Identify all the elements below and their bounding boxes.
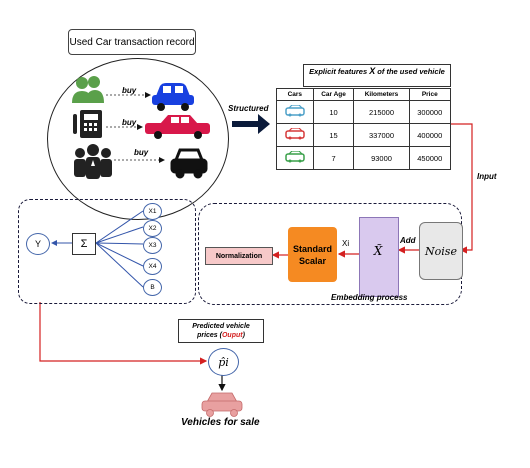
age-cell: 7	[312, 146, 355, 170]
sale-car-icon	[201, 392, 243, 417]
output-node: Y	[26, 233, 50, 255]
km-cell: 93000	[353, 146, 410, 170]
input-arrow	[451, 123, 473, 254]
embedding-caption: Embedding process	[331, 293, 408, 302]
transaction-ellipse	[47, 58, 229, 220]
price-cell: 400000	[408, 123, 452, 148]
buy-label-2: buy	[122, 118, 137, 127]
dealer-phone-icon	[73, 110, 102, 138]
bias-node: B	[143, 279, 162, 296]
age-cell: 15	[312, 123, 355, 148]
blue-car-icon	[152, 83, 194, 111]
xhat-box	[359, 217, 399, 297]
table-row: 7 93000 450000	[276, 146, 452, 170]
xi-label: Xi	[342, 239, 350, 248]
km-cell: 337000	[353, 123, 410, 148]
business-people-icon	[74, 144, 112, 179]
input-node-x3: X3	[143, 237, 162, 254]
noise-box: Noise	[419, 222, 463, 280]
record-title: Used Car transaction record	[68, 29, 196, 55]
input-node-x4: X4	[143, 258, 162, 275]
col-header: Price	[408, 87, 452, 102]
table-row: 10 215000 300000	[276, 100, 452, 125]
black-car-icon	[170, 148, 208, 179]
input-label: Input	[477, 172, 497, 181]
km-cell: 215000	[353, 100, 410, 125]
age-cell: 10	[312, 100, 355, 125]
price-cell: 450000	[408, 146, 452, 170]
predicted-price-node: p̂i	[208, 348, 239, 376]
price-cell: 300000	[408, 100, 452, 125]
xhat-symbol: X̃	[373, 244, 383, 258]
network-panel	[18, 199, 196, 304]
output-arrow	[39, 302, 208, 365]
buy-label-1: buy	[122, 86, 137, 95]
add-label: Add	[400, 236, 416, 245]
table-row: 15 337000 400000	[276, 123, 452, 148]
normalization-box: Normalization	[205, 247, 273, 265]
std-label-1: Standard	[292, 243, 332, 254]
features-title: Explicit features X of the used vehicle	[303, 64, 451, 87]
car-cell	[276, 100, 314, 125]
input-node-x2: X2	[143, 220, 162, 237]
input-node-x1: X1	[143, 203, 162, 220]
std-label-2: Scalar	[298, 255, 326, 266]
customers-icon	[72, 76, 104, 103]
car-cell	[276, 123, 314, 148]
col-header: Cars	[276, 87, 314, 102]
features-table: Cars Car Age Kilometers Price 10 215000 …	[276, 87, 452, 170]
sum-node: Σ	[72, 233, 96, 255]
vehicles-caption: Vehicles for sale	[181, 417, 260, 428]
buy-label-3: buy	[134, 148, 149, 157]
col-header: Kilometers	[353, 87, 410, 102]
col-header: Car Age	[312, 87, 355, 102]
car-cell	[276, 146, 314, 170]
structured-arrow	[232, 114, 270, 134]
table-header-row: Cars Car Age Kilometers Price	[276, 87, 452, 102]
structured-label: Structured	[228, 104, 269, 113]
red-car-icon	[145, 115, 210, 139]
